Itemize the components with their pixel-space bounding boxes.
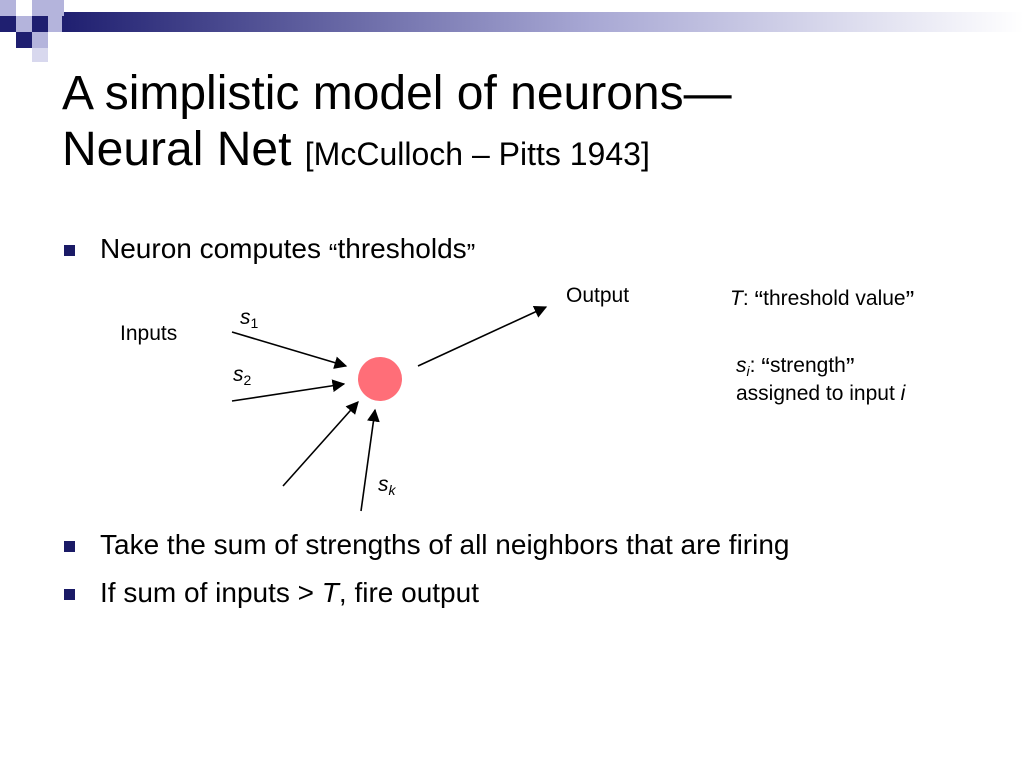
slide-title: A simplistic model of neurons— Neural Ne…	[62, 66, 982, 182]
output-arrow	[417, 306, 548, 367]
bullet-square-icon	[64, 541, 75, 552]
input-arrow-s1	[231, 331, 348, 369]
corner-square	[0, 16, 16, 32]
bullet-text: Take the sum of strengths of all neighbo…	[100, 529, 790, 560]
bullet-square-icon	[64, 589, 75, 600]
input-arrow-s2	[231, 379, 346, 402]
inputs-label: Inputs	[120, 322, 178, 345]
corner-square	[32, 0, 48, 16]
bullet-text: If sum of inputs > T, fire output	[100, 577, 479, 608]
title-line-2: Neural Net	[62, 123, 292, 176]
strength-definition-line-2: assigned to input i	[736, 382, 906, 405]
input-arrow-sk	[360, 408, 380, 512]
corner-square	[16, 16, 32, 32]
s2-label: s2	[233, 363, 252, 388]
corner-square	[32, 16, 48, 32]
bullet-square-icon	[64, 245, 75, 256]
s1-label: s1	[240, 306, 259, 331]
corner-square	[48, 16, 62, 32]
neuron-node	[358, 357, 402, 401]
strength-definition: si: “strength”	[736, 352, 855, 382]
input-arrow-lower-left	[282, 401, 359, 487]
corner-square	[32, 48, 48, 62]
corner-square	[48, 0, 64, 16]
corner-square	[0, 0, 16, 16]
header-gradient-bar	[62, 12, 1024, 32]
corner-square	[32, 32, 48, 48]
sk-label: sk	[378, 473, 396, 498]
title-line-1: A simplistic model of neurons—	[62, 67, 732, 120]
output-label: Output	[566, 284, 630, 307]
corner-square	[16, 32, 32, 48]
title-citation: [McCulloch – Pitts 1943]	[304, 136, 650, 172]
bullet-text: Neuron computes “thresholds”	[100, 233, 476, 268]
corner-square	[16, 0, 32, 16]
threshold-definition: T: “threshold value”	[730, 285, 915, 315]
header-decoration	[0, 0, 1024, 62]
